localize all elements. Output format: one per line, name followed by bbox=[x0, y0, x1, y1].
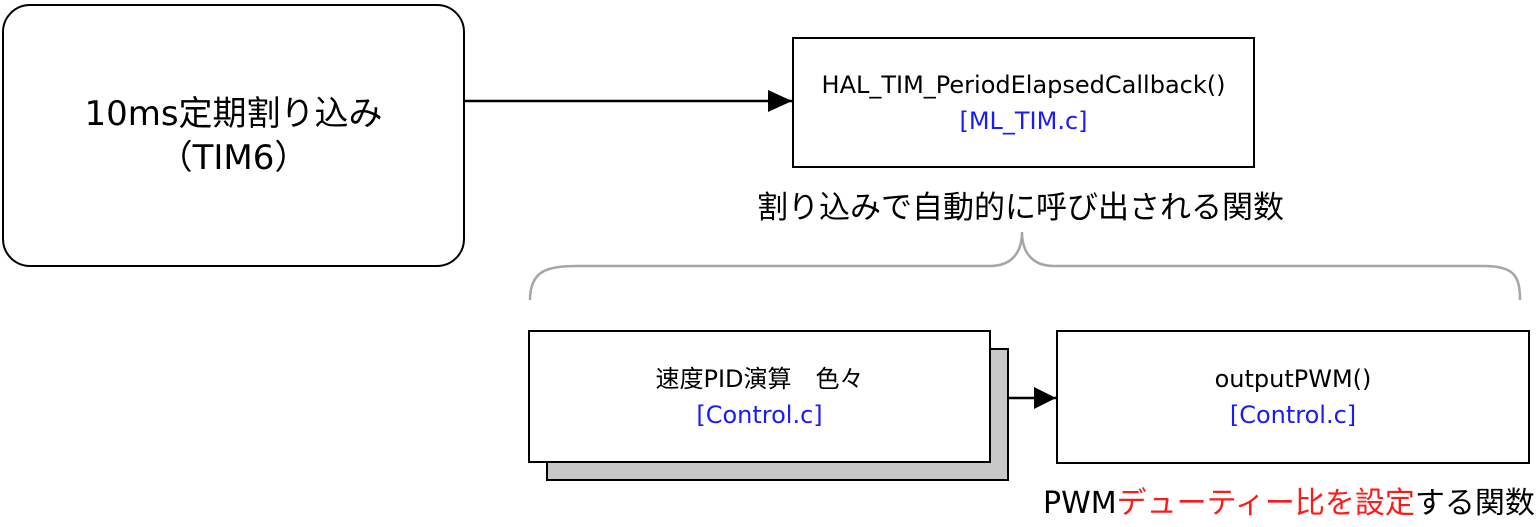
pid-function-name: 速度PID演算 色々 bbox=[655, 364, 864, 393]
pid-file-name: [Control.c] bbox=[696, 400, 823, 429]
pwm-box: outputPWM() [Control.c] bbox=[1056, 330, 1530, 464]
pwm-caption-suffix: する関数 bbox=[1414, 486, 1535, 521]
pwm-caption-prefix: PWM bbox=[1043, 486, 1117, 521]
pid-box: 速度PID演算 色々 [Control.c] bbox=[528, 330, 991, 463]
callback-caption: 割り込みで自動的に呼び出される関数 bbox=[757, 190, 1284, 226]
interrupt-timer: （TIM6） bbox=[158, 137, 309, 178]
interrupt-title: 10ms定期割り込み bbox=[84, 93, 383, 134]
pwm-file-name: [Control.c] bbox=[1229, 401, 1357, 429]
pwm-function-name: outputPWM() bbox=[1214, 365, 1372, 393]
pwm-caption: PWMデューティー比を設定する関数 bbox=[1043, 478, 1535, 522]
callback-file-name: [ML_TIM.c] bbox=[959, 106, 1088, 135]
curly-brace bbox=[528, 231, 1522, 301]
callback-function-name: HAL_TIM_PeriodElapsedCallback() bbox=[821, 70, 1226, 99]
arrowhead-callback bbox=[768, 90, 792, 112]
interrupt-box: 10ms定期割り込み （TIM6） bbox=[2, 4, 465, 267]
arrowhead-pwm bbox=[1034, 387, 1056, 409]
pwm-caption-highlight: デューティー比を設定 bbox=[1116, 486, 1415, 521]
callback-box: HAL_TIM_PeriodElapsedCallback() [ML_TIM.… bbox=[792, 37, 1255, 168]
